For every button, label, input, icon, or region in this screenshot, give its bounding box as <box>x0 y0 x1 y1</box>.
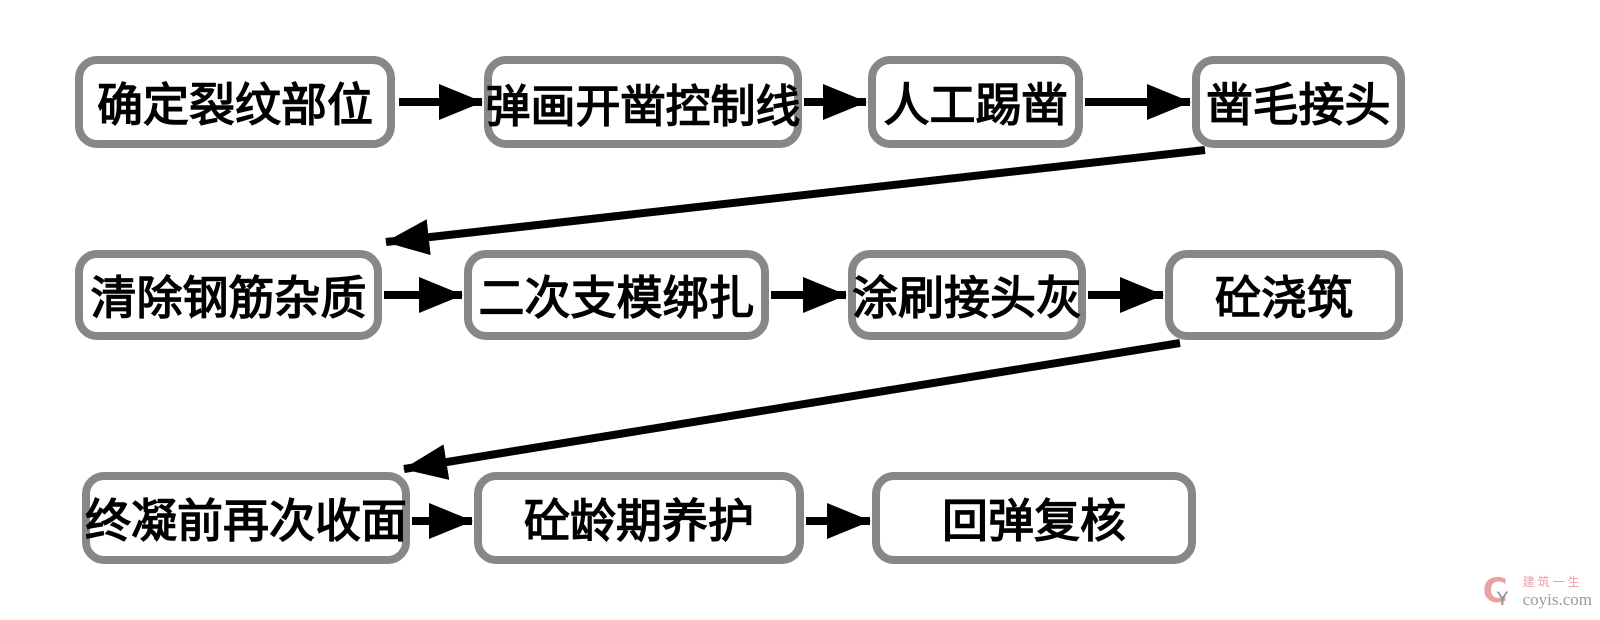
flow-node-secondary-formwork-binding: 二次支模绑扎 <box>464 250 769 340</box>
edge-n8-n9 <box>403 339 1181 480</box>
flow-node-rebound-recheck: 回弹复核 <box>872 472 1196 564</box>
watermark-logo-c: C <box>1482 571 1508 611</box>
flow-node-snap-chisel-control-line: 弹画开凿控制线 <box>484 56 802 148</box>
watermark-cy-logo-icon: C Y <box>1483 574 1517 612</box>
watermark-site-url: coyis.com <box>1522 590 1592 610</box>
edge-n4-n5 <box>385 146 1206 256</box>
flow-node-brush-joint-grout: 涂刷接头灰 <box>848 250 1086 340</box>
flow-node-manual-chiseling: 人工踢凿 <box>868 56 1083 148</box>
flow-node-refinish-before-final-set: 终凝前再次收面 <box>82 472 410 564</box>
flow-node-concrete-curing: 砼龄期养护 <box>474 472 804 564</box>
watermark-logo-y: Y <box>1496 588 1509 610</box>
flow-node-concrete-pouring: 砼浇筑 <box>1165 250 1403 340</box>
flow-node-clean-rebar-impurities: 清除钢筋杂质 <box>75 250 382 340</box>
watermark: C Y 建筑一生 coyis.com <box>1483 574 1592 612</box>
flow-node-determine-crack-location: 确定裂纹部位 <box>75 56 395 148</box>
watermark-text: 建筑一生 coyis.com <box>1522 575 1592 610</box>
watermark-brand-name: 建筑一生 <box>1522 575 1583 590</box>
flow-node-roughen-joint: 凿毛接头 <box>1192 56 1405 148</box>
